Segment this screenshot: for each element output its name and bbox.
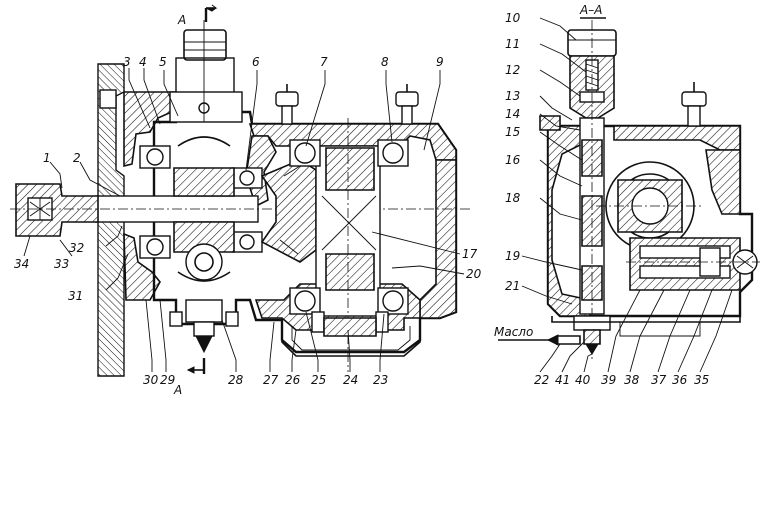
callout-34: 34 (14, 257, 29, 271)
callout-16: 16 (505, 153, 521, 167)
callout-41: 41 (555, 373, 570, 387)
callout-2: 2 (73, 151, 81, 165)
callout-17: 17 (462, 247, 478, 261)
callout-33: 33 (54, 257, 69, 271)
section-a-a-view (498, 17, 760, 360)
callout-39: 39 (601, 373, 616, 387)
section-top-bolt (681, 82, 707, 127)
upper-gear-case (169, 91, 243, 123)
bearing-25 (289, 287, 321, 315)
callout-38: 38 (624, 373, 640, 387)
callout-28: 28 (228, 373, 244, 387)
callout-7: 7 (320, 55, 328, 69)
callout-24: 24 (343, 373, 358, 387)
callout-14: 14 (505, 107, 520, 121)
section-mark-bottom: А (173, 383, 182, 397)
bearing-left-top (139, 145, 171, 169)
callout-5: 5 (159, 55, 167, 69)
callout-labels: А А А–А Масло 1 2 3 4 5 6 7 8 9 10 11 12… (14, 3, 709, 397)
callout-35: 35 (694, 373, 709, 387)
leader-lines (23, 17, 733, 373)
callout-27: 27 (263, 373, 279, 387)
section-view-title: А–А (579, 3, 602, 17)
callout-22: 22 (534, 373, 549, 387)
callout-19: 19 (505, 249, 520, 263)
input-gear (173, 167, 235, 197)
callout-32: 32 (69, 241, 84, 255)
bearing-23 (377, 287, 409, 315)
callout-15: 15 (505, 125, 520, 139)
oil-label: Масло (494, 325, 533, 339)
callout-40: 40 (575, 373, 591, 387)
callout-21: 21 (505, 279, 520, 293)
bearing-7 (289, 139, 321, 167)
callout-25: 25 (311, 373, 326, 387)
callout-20: 20 (466, 267, 482, 281)
callout-13: 13 (505, 89, 520, 103)
bearing-8 (377, 139, 409, 167)
callout-36: 36 (672, 373, 688, 387)
callout-3: 3 (123, 55, 131, 69)
bearing-6 (231, 167, 263, 253)
output-spline-bottom (325, 253, 375, 291)
callout-9: 9 (436, 55, 444, 69)
callout-29: 29 (160, 373, 175, 387)
callout-1: 1 (43, 151, 51, 165)
callout-30: 30 (143, 373, 159, 387)
top-nut (183, 29, 227, 61)
lower-gear (185, 243, 223, 281)
section-mark-top: А (177, 13, 186, 27)
output-spline-top (325, 147, 375, 191)
bearing-left-bottom (139, 235, 171, 259)
callout-10: 10 (505, 11, 521, 25)
flange-bolt (99, 89, 117, 109)
callout-12: 12 (505, 63, 520, 77)
callout-11: 11 (505, 37, 520, 51)
top-bolt-left (275, 84, 299, 125)
top-bolt-right (395, 84, 419, 125)
callout-18: 18 (505, 191, 521, 205)
shaft-end-coupling (15, 183, 99, 237)
main-section-view (10, 4, 470, 377)
callout-37: 37 (651, 373, 667, 387)
callout-31: 31 (68, 289, 83, 303)
callout-23: 23 (373, 373, 388, 387)
housing-wall-right (419, 159, 457, 319)
callout-8: 8 (381, 55, 389, 69)
lower-gear-housing (185, 299, 223, 323)
callout-26: 26 (285, 373, 301, 387)
callout-4: 4 (139, 55, 147, 69)
callout-6: 6 (252, 55, 260, 69)
bottom-fitting (573, 315, 611, 331)
input-lower-cap (123, 232, 161, 301)
upper-cylinder (175, 57, 235, 95)
